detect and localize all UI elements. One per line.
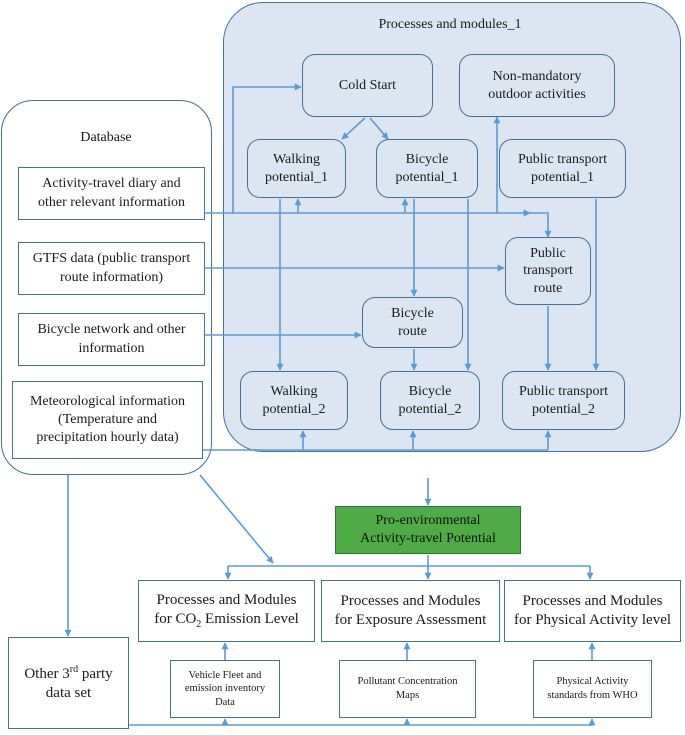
gtfs-data-box: GTFS data (public transport route inform…: [18, 242, 205, 295]
co2-module-prefix: for CO: [154, 611, 197, 628]
bicycle-route-node: Bicycle route: [362, 297, 463, 348]
third-party-data-box: Other 3rd party data set: [8, 637, 129, 729]
third-party-suffix: party data set: [45, 665, 113, 702]
bicycle-potential-1-node: Bicycle potential_1: [376, 139, 478, 198]
co2-module-line2: for CO2 Emission Level: [154, 610, 299, 631]
public-transport-route-node: Public transport route: [505, 237, 591, 305]
walking-potential-1-node: Walking potential_1: [247, 139, 346, 198]
cold-start-node: Cold Start: [302, 54, 433, 117]
third-party-sup: rd: [69, 663, 79, 675]
arrow-database-to-modules: [199, 474, 274, 564]
co2-module-line1: Processes and Modules: [156, 591, 297, 608]
bicycle-potential-2-node: Bicycle potential_2: [380, 371, 480, 430]
public-transport-potential-2-node: Public transport potential_2: [502, 371, 625, 430]
exposure-assessment-module: Processes and Modules for Exposure Asses…: [321, 580, 500, 642]
third-party-label: Other 3rd party data set: [24, 663, 112, 704]
physical-activity-module: Processes and Modules for Physical Activ…: [504, 580, 681, 642]
co2-emission-module: Processes and Modules for CO2 Emission L…: [138, 580, 315, 642]
meteorological-info-box: Meteorological information (Temperature …: [12, 381, 203, 459]
arrow-third-party-bus: [129, 718, 596, 726]
public-transport-potential-1-node: Public transport potential_1: [499, 139, 626, 198]
third-party-prefix: Other 3: [24, 665, 70, 682]
co2-module-suffix: Emission Level: [201, 611, 299, 628]
pollutant-concentration-input: Pollutant Concentration Maps: [339, 660, 476, 718]
activity-travel-diary-box: Activity-travel diary and other relevant…: [18, 167, 205, 220]
co2-subscript: 2: [196, 619, 202, 631]
pro-environmental-potential-box: Pro-environmental Activity-travel Potent…: [335, 506, 521, 554]
bicycle-network-box: Bicycle network and other information: [18, 313, 205, 366]
database-title: Database: [80, 130, 132, 145]
container-title: Processes and modules_1: [378, 17, 522, 32]
walking-potential-2-node: Walking potential_2: [240, 371, 348, 430]
non-mandatory-activities-node: Non-mandatory outdoor activities: [459, 54, 615, 117]
vehicle-fleet-input: Vehicle Fleet and emission inventory Dat…: [170, 660, 280, 718]
who-standards-input: Physical Activity standards from WHO: [533, 660, 652, 718]
